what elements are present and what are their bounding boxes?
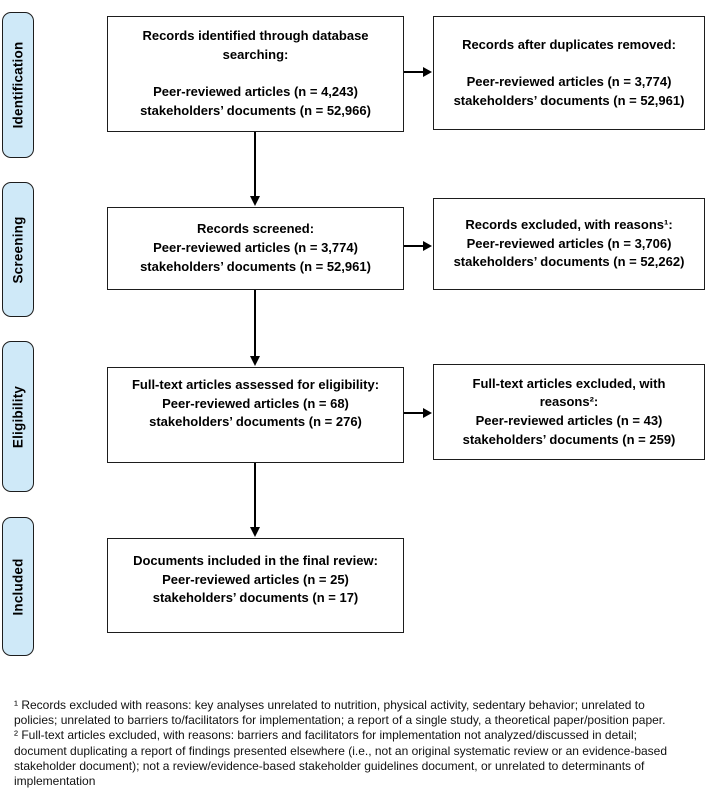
arrow-right-fulltext-to-excluded [404, 408, 432, 418]
box-records-identified: Records identified through database sear… [107, 16, 404, 132]
arrow-down-identification-to-screening [250, 132, 260, 206]
arrow-down-screening-to-eligibility [250, 290, 260, 366]
footnotes: ¹ Records excluded with reasons: key ana… [14, 698, 668, 789]
stage-identification-label: Identification [10, 41, 26, 129]
box-records-excluded-text: Records excluded, with reasons¹: Peer-re… [453, 216, 685, 270]
arrow-right-screened-to-excluded [404, 241, 432, 251]
stage-included-label: Included [10, 557, 26, 616]
box-documents-included: Documents included in the final review: … [107, 538, 404, 633]
stage-eligibility: Eligibility [2, 341, 34, 492]
stage-screening: Screening [2, 182, 34, 317]
box-records-screened: Records screened: Peer-reviewed articles… [107, 207, 404, 290]
box-records-excluded: Records excluded, with reasons¹: Peer-re… [433, 198, 705, 290]
box-duplicates-removed: Records after duplicates removed: Peer-r… [433, 16, 705, 130]
box-fulltext-assessed: Full-text articles assessed for eligibil… [107, 367, 404, 463]
stage-identification: Identification [2, 12, 34, 158]
stage-included: Included [2, 517, 34, 656]
box-records-screened-text: Records screened: Peer-reviewed articles… [140, 221, 371, 274]
box-duplicates-removed-text: Records after duplicates removed: Peer-r… [453, 36, 685, 108]
stage-screening-label: Screening [10, 215, 26, 284]
arrow-down-eligibility-to-included [250, 463, 260, 537]
arrow-right-identified-to-duplicates [404, 67, 432, 77]
box-fulltext-assessed-text: Full-text articles assessed for eligibil… [131, 377, 380, 430]
box-fulltext-excluded-text: Full-text articles excluded, with reason… [462, 375, 676, 447]
box-records-identified-text: Records identified through database sear… [140, 28, 371, 119]
box-documents-included-text: Documents included in the final review: … [133, 553, 378, 606]
box-fulltext-excluded: Full-text articles excluded, with reason… [433, 364, 705, 460]
stage-eligibility-label: Eligibility [10, 385, 26, 448]
